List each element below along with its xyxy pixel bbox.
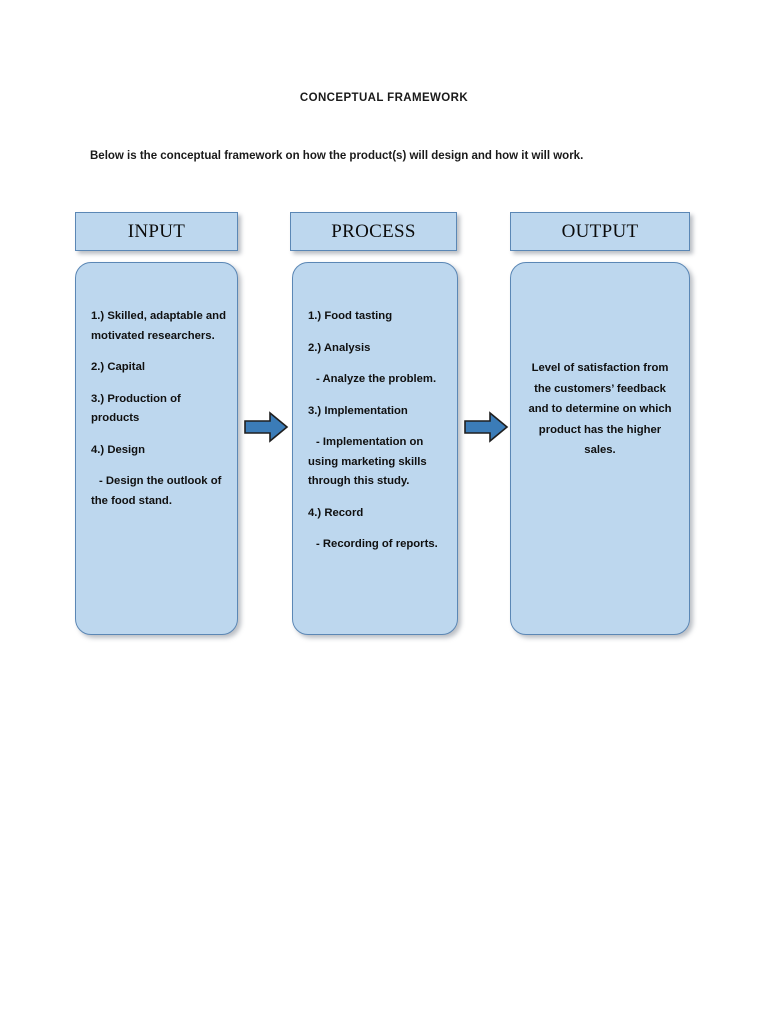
list-item: - Analyze the problem. (316, 373, 437, 385)
arrow-right-icon (463, 411, 509, 443)
column-header-output: OUTPUT (510, 212, 690, 251)
column-body-input: 1.) Skilled, adaptable and motivated res… (75, 262, 238, 635)
list-item: - Implementation on using marketing skil… (308, 436, 427, 487)
list-item: - Design the outlook of the food stand. (91, 475, 222, 507)
column-header-label-input: INPUT (127, 220, 186, 242)
column-content-output: Level of satisfaction from the customers… (525, 358, 675, 461)
column-body-output: Level of satisfaction from the customers… (510, 262, 690, 635)
page-title: CONCEPTUAL FRAMEWORK (299, 92, 469, 104)
list-item: 2.) Analysis (308, 341, 371, 354)
list-item: Level of satisfaction from the customers… (528, 362, 672, 456)
list-item: 2.) Capital (91, 361, 145, 373)
intro-paragraph: Below is the conceptual framework on how… (90, 150, 584, 162)
column-header-label-process: PROCESS (331, 220, 416, 242)
list-item: 3.) Production of products (91, 392, 181, 425)
list-item: 1.) Skilled, adaptable and motivated res… (91, 310, 226, 342)
column-header-process: PROCESS (290, 212, 457, 251)
column-header-label-output: OUTPUT (561, 220, 639, 242)
list-item: - Recording of reports. (316, 538, 438, 550)
column-content-process: 1.) Food tasting 2.) Analysis - Analyze … (308, 307, 447, 567)
list-item: 4.) Record (308, 506, 364, 519)
column-body-process: 1.) Food tasting 2.) Analysis - Analyze … (292, 262, 458, 635)
column-content-input: 1.) Skilled, adaptable and motivated res… (91, 307, 227, 523)
arrow-right-icon (243, 411, 289, 443)
list-item: 4.) Design (91, 443, 145, 456)
list-item: 1.) Food tasting (308, 310, 393, 322)
list-item: 3.) Implementation (308, 404, 408, 417)
column-header-input: INPUT (75, 212, 238, 251)
